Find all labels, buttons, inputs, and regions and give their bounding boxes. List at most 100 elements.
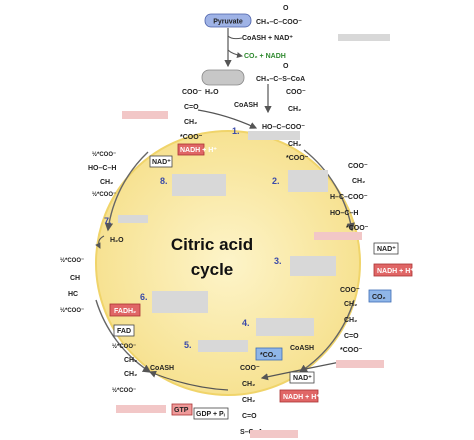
step4-arrow <box>260 361 341 381</box>
fumarate-line-3: ½*COO⁻ <box>60 307 84 314</box>
blank-label-step7 <box>118 215 148 223</box>
oxaloacetate-line-1: C=O <box>184 104 199 111</box>
pyruvate-label: Pyruvate <box>213 19 243 26</box>
nadh-bottom-label: NADH + H⁺ <box>283 394 320 401</box>
succinate-line-0: ½*COO⁻ <box>112 343 136 350</box>
co2-out-arrow <box>227 49 243 58</box>
alpha-ketoglutarate-structure: COO⁻ CH₂ CH₂ C=O *COO⁻ <box>340 287 363 354</box>
isocitrate-line-1: CH₂ <box>352 178 365 185</box>
nad-bottom-label: NAD⁺ <box>293 375 312 382</box>
oxaloacetate-line-2: CH₂ <box>184 119 197 126</box>
blank-label-top-right <box>338 34 390 41</box>
h2o-left-label: H₂O <box>110 237 124 244</box>
fadh2-box <box>109 303 141 317</box>
cycle-title-line2: cycle <box>191 260 234 279</box>
pdh-complex-pill <box>201 69 245 86</box>
blank-label-step3 <box>290 256 336 276</box>
step-number-1: 1. <box>232 126 240 136</box>
isocitrate-line-3: HO–C–H <box>330 210 358 217</box>
co2-star-box <box>255 347 283 361</box>
coash-bottom-right-label: CoASH <box>290 345 314 352</box>
blank-label-step2 <box>288 170 328 192</box>
nad-left-label: NAD⁺ <box>152 159 171 166</box>
coash-nad-label: CoASH + NAD⁺ <box>242 35 293 42</box>
cycle-arrow-right-bottom <box>298 299 355 373</box>
blank-label-step6 <box>152 291 208 313</box>
oxaloacetate-line-3: *COO⁻ <box>180 134 203 141</box>
nad-left-box <box>149 155 173 168</box>
alpha-kg-line-1: CH₂ <box>344 301 357 308</box>
succinate-line-2: CH₂ <box>124 371 137 378</box>
nadh-right-label: NADH + H⁺ <box>377 268 414 275</box>
h2o-left-arrow <box>95 235 105 249</box>
citrate-structure: COO⁻ CH₂ HO–C–COO⁻ CH₂ *COO⁻ <box>262 89 309 162</box>
gtp-box <box>171 403 193 416</box>
succinyl-coa-line-2: CH₂ <box>242 397 255 404</box>
oxaloacetate-line-0: COO⁻ <box>182 89 202 96</box>
nadh-top-left-box <box>177 143 205 156</box>
citrate-line-3: CH₂ <box>288 141 301 148</box>
malate-line-1: HO–C–H <box>88 165 116 172</box>
blank-label-succinyl-coa <box>250 430 298 438</box>
co2-right-label: CO₂ <box>372 294 386 301</box>
nad-bottom-box <box>289 371 315 384</box>
isocitrate-line-0: COO⁻ <box>348 163 368 170</box>
fadh2-label: FADH₂ <box>114 308 136 315</box>
step-number-2: 2. <box>272 176 280 186</box>
alpha-kg-line-0: COO⁻ <box>340 287 360 294</box>
pyruvate-ketone-o: O <box>283 5 289 12</box>
nadh-right-box <box>373 263 413 277</box>
fumarate-line-2: HC <box>68 291 78 298</box>
blank-label-step1 <box>248 131 300 140</box>
citrate-line-2: HO–C–COO⁻ <box>262 124 305 131</box>
citrate-line-1: CH₂ <box>288 106 301 113</box>
blank-label-oxaloacetate <box>122 111 168 119</box>
step5-arrow <box>148 370 229 391</box>
malate-line-2: CH₂ <box>100 179 113 186</box>
blank-label-alpha-kg <box>336 360 384 368</box>
citrate-line-0: COO⁻ <box>286 89 306 96</box>
nadh-bottom-box <box>279 389 319 403</box>
cycle-arrow-right-top <box>303 149 355 232</box>
co2-nadh-label: CO₂ + NADH <box>244 53 286 60</box>
coash-bottom-left-label: CoASH <box>150 365 174 372</box>
blank-label-step4 <box>256 318 314 336</box>
nad-right-label: NAD⁺ <box>377 246 396 253</box>
fad-box <box>113 324 135 337</box>
acetyl-coa-o: O <box>283 63 289 70</box>
cycle-arrow-left-top <box>104 151 149 232</box>
alpha-kg-line-2: CH₂ <box>344 317 357 324</box>
co2-right-box <box>368 289 392 303</box>
isocitrate-line-4: *COO⁻ <box>346 225 369 232</box>
malate-line-3: ½*COO⁻ <box>92 191 116 198</box>
succinyl-coa-line-1: CH₂ <box>242 381 255 388</box>
gdp-pi-label: GDP + Pᵢ <box>196 411 225 418</box>
blank-label-isocitrate <box>314 232 362 240</box>
isocitrate-structure: COO⁻ CH₂ H–C–COO⁻ HO–C–H *COO⁻ <box>330 163 369 232</box>
step-number-5: 5. <box>184 340 192 350</box>
cycle-arrow-left-bottom <box>95 299 152 373</box>
fumarate-structure: ½*COO⁻ CH HC ½*COO⁻ <box>60 257 84 314</box>
step-number-8: 8. <box>160 176 168 186</box>
succinate-structure: ½*COO⁻ CH₂ CH₂ ½*COO⁻ <box>112 343 137 394</box>
h2o-top-label: H₂O <box>205 89 219 96</box>
blank-label-succinate <box>116 405 166 413</box>
succinate-line-1: CH₂ <box>124 357 137 364</box>
malate-structure: ½*COO⁻ HO–C–H CH₂ ½*COO⁻ <box>88 151 116 198</box>
nad-right-box <box>373 242 399 255</box>
blank-label-step8 <box>172 174 226 196</box>
step-number-6: 6. <box>140 292 148 302</box>
oxaloacetate-structure: COO⁻ C=O CH₂ *COO⁻ <box>180 89 203 141</box>
co2-star-label: *CO₂ <box>260 352 276 359</box>
citrate-line-4: *COO⁻ <box>286 155 309 162</box>
fumarate-line-0: ½*COO⁻ <box>60 257 84 264</box>
alpha-kg-line-3: C=O <box>344 333 359 340</box>
succinate-line-3: ½*COO⁻ <box>112 387 136 394</box>
succinyl-coa-line-0: COO⁻ <box>240 365 260 372</box>
isocitrate-line-2: H–C–COO⁻ <box>330 194 368 201</box>
step-number-3: 3. <box>274 256 282 266</box>
step-number-4: 4. <box>242 318 250 328</box>
nadh-top-left-label: NADH + H⁺ <box>180 147 217 154</box>
